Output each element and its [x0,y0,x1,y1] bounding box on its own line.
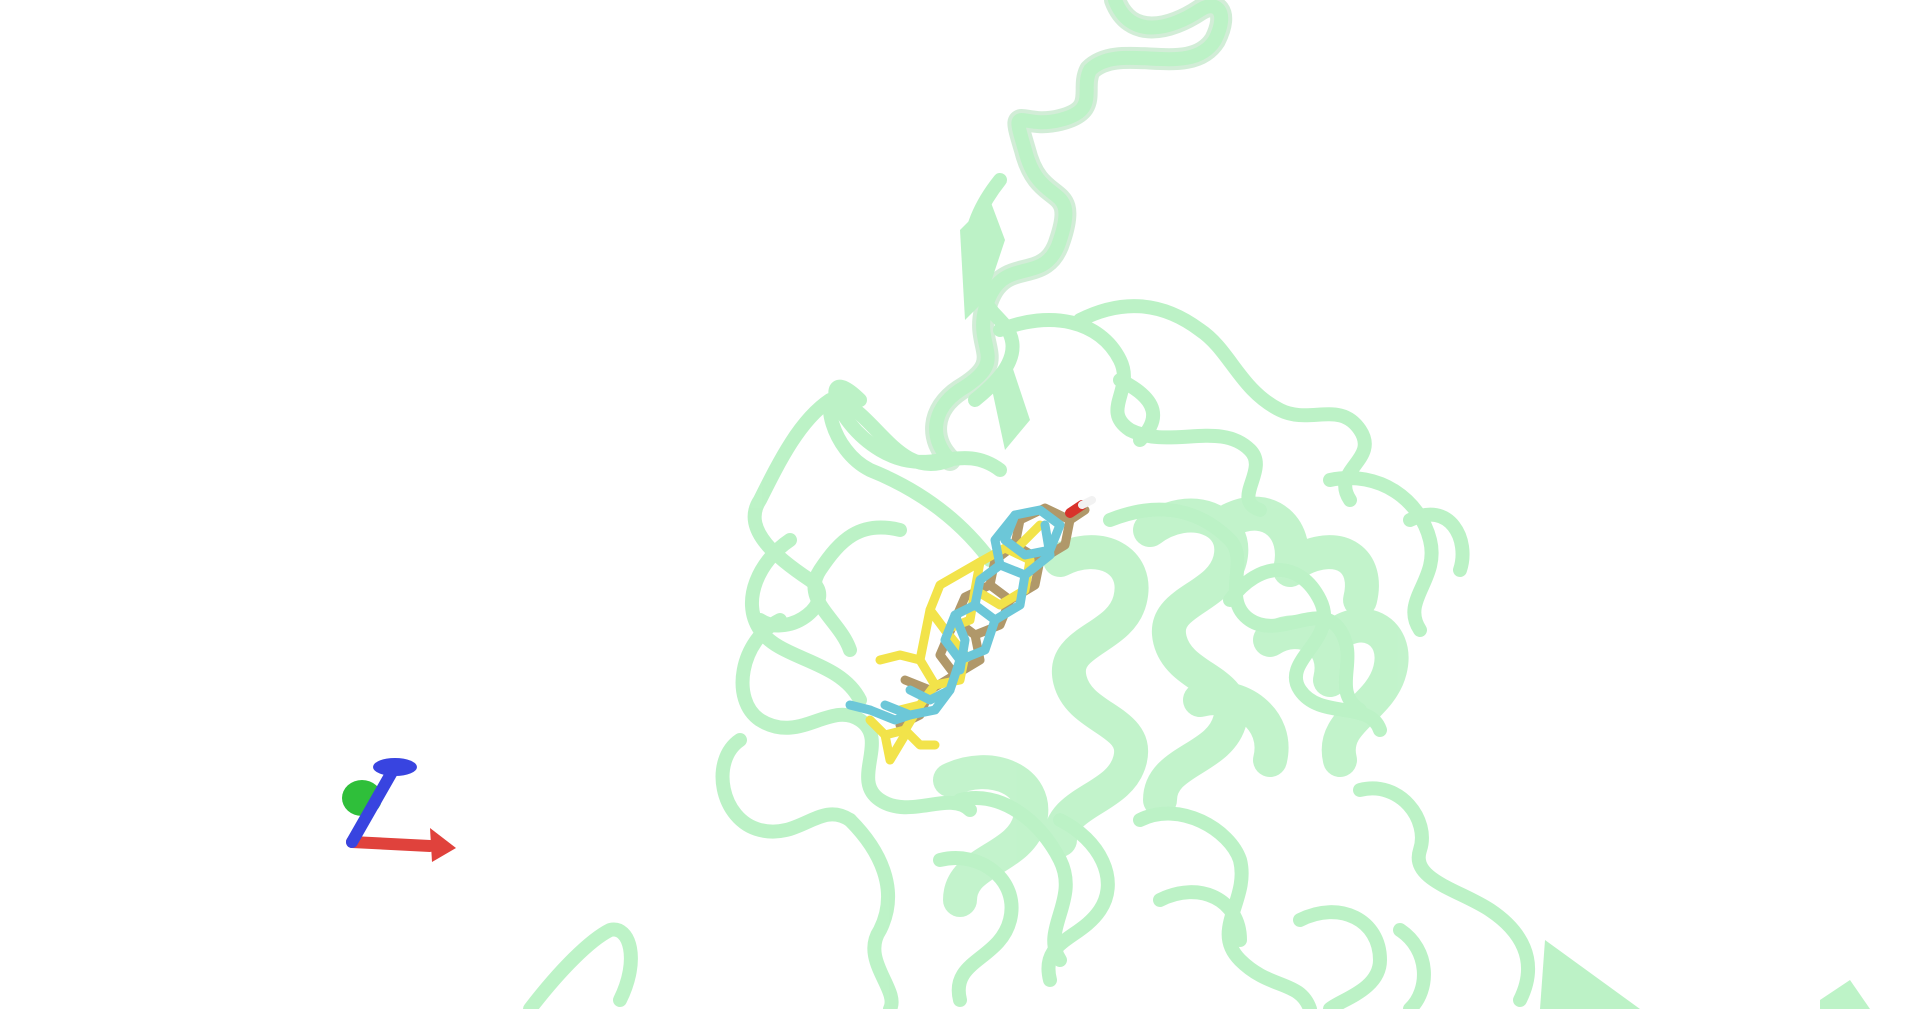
hydroxyl-hydrogen-bond [1078,496,1096,509]
ligand-yellow-sticks[interactable] [865,520,1045,765]
axes-indicator [342,758,456,862]
ligand-cyan-sticks[interactable] [845,505,1065,725]
z-axis-arrow [346,758,417,848]
ligand-group[interactable] [845,496,1096,765]
x-axis-arrow [346,828,456,862]
protein-cartoon [523,0,1870,1009]
